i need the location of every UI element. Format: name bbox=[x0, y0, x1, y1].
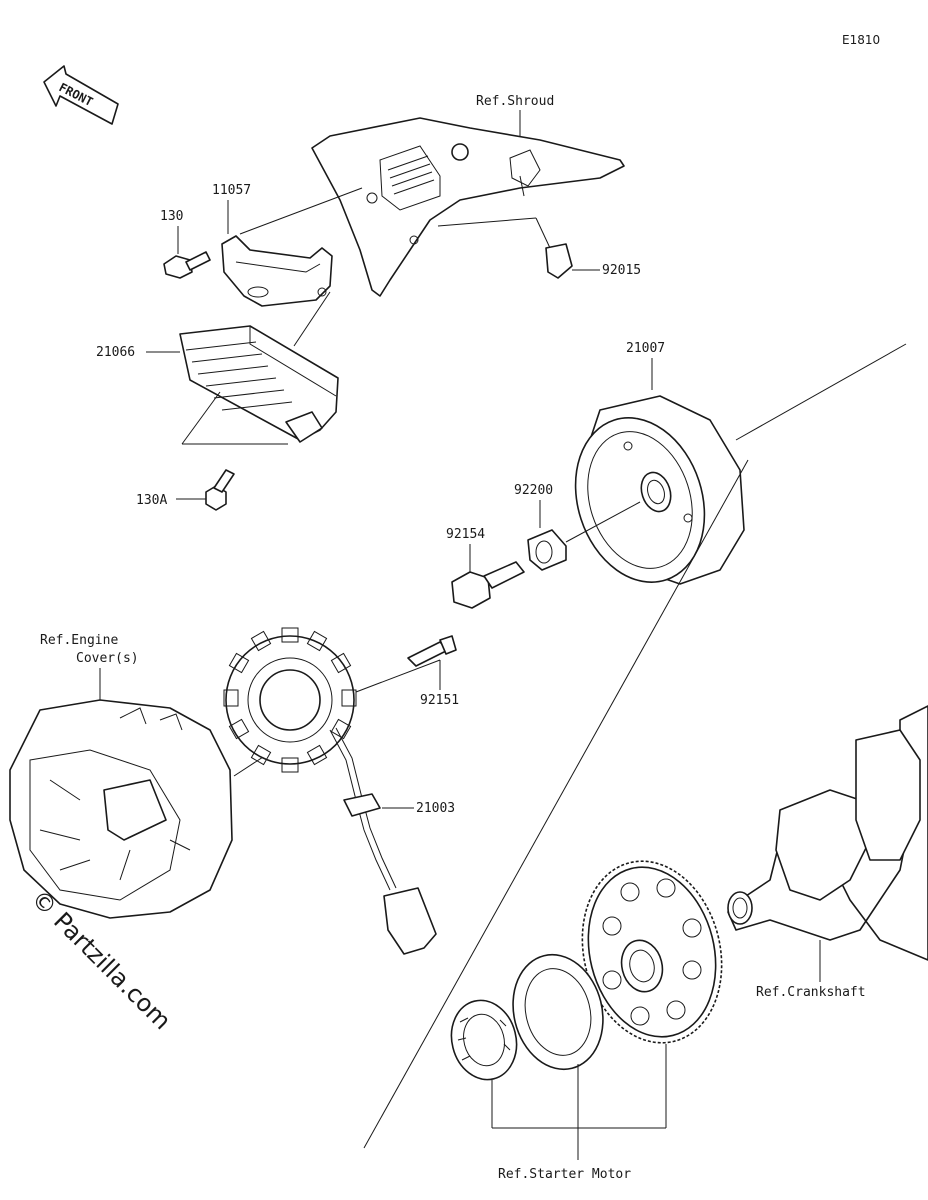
bolt-130a-part bbox=[176, 469, 235, 511]
ref-crankshaft-label: Ref.Crankshaft bbox=[756, 985, 866, 1000]
part-92151-label: 92151 bbox=[420, 693, 459, 708]
bolt-130-part bbox=[163, 226, 211, 279]
ref-engine-cover-label-2: Cover(s) bbox=[76, 651, 139, 666]
flywheel-21007-part bbox=[574, 358, 745, 585]
crankshaft-part bbox=[727, 705, 928, 982]
ref-shroud-label: Ref.Shroud bbox=[476, 94, 554, 109]
diagram-code: E1810 bbox=[842, 33, 880, 47]
ref-engine-cover-label-1: Ref.Engine bbox=[40, 633, 118, 648]
one-way-clutch-part bbox=[450, 999, 518, 1081]
separator-line-diagonal bbox=[363, 459, 749, 1149]
part-21007-label: 21007 bbox=[626, 341, 665, 356]
bolt-92151-part bbox=[355, 635, 457, 693]
part-92200-label: 92200 bbox=[514, 483, 553, 498]
ref-starter-motor-label: Ref.Starter Motor bbox=[498, 1167, 631, 1182]
part-92015-label: 92015 bbox=[602, 263, 641, 278]
starter-motor-leaders bbox=[491, 1044, 667, 1160]
engine-cover-part bbox=[9, 668, 287, 919]
separator-line-top bbox=[735, 343, 907, 441]
part-11057-label: 11057 bbox=[212, 183, 251, 198]
part-130-label: 130 bbox=[160, 209, 183, 224]
part-130a-label: 130A bbox=[136, 493, 167, 508]
washer-92200-part bbox=[527, 500, 641, 571]
front-arrow-icon: FRONT bbox=[43, 65, 119, 125]
bolt-92154-part bbox=[451, 544, 525, 609]
part-21066-label: 21066 bbox=[96, 345, 135, 360]
part-21003-label: 21003 bbox=[416, 801, 455, 816]
regulator-21066-part bbox=[146, 291, 339, 445]
starter-gear-part bbox=[581, 860, 723, 1044]
stator-21003-part bbox=[223, 627, 437, 955]
bracket-11057-part bbox=[221, 187, 363, 307]
bearing-ring-part bbox=[512, 953, 604, 1071]
part-92154-label: 92154 bbox=[446, 527, 485, 542]
clip-92015-part bbox=[437, 217, 600, 279]
shroud-part bbox=[311, 110, 625, 297]
